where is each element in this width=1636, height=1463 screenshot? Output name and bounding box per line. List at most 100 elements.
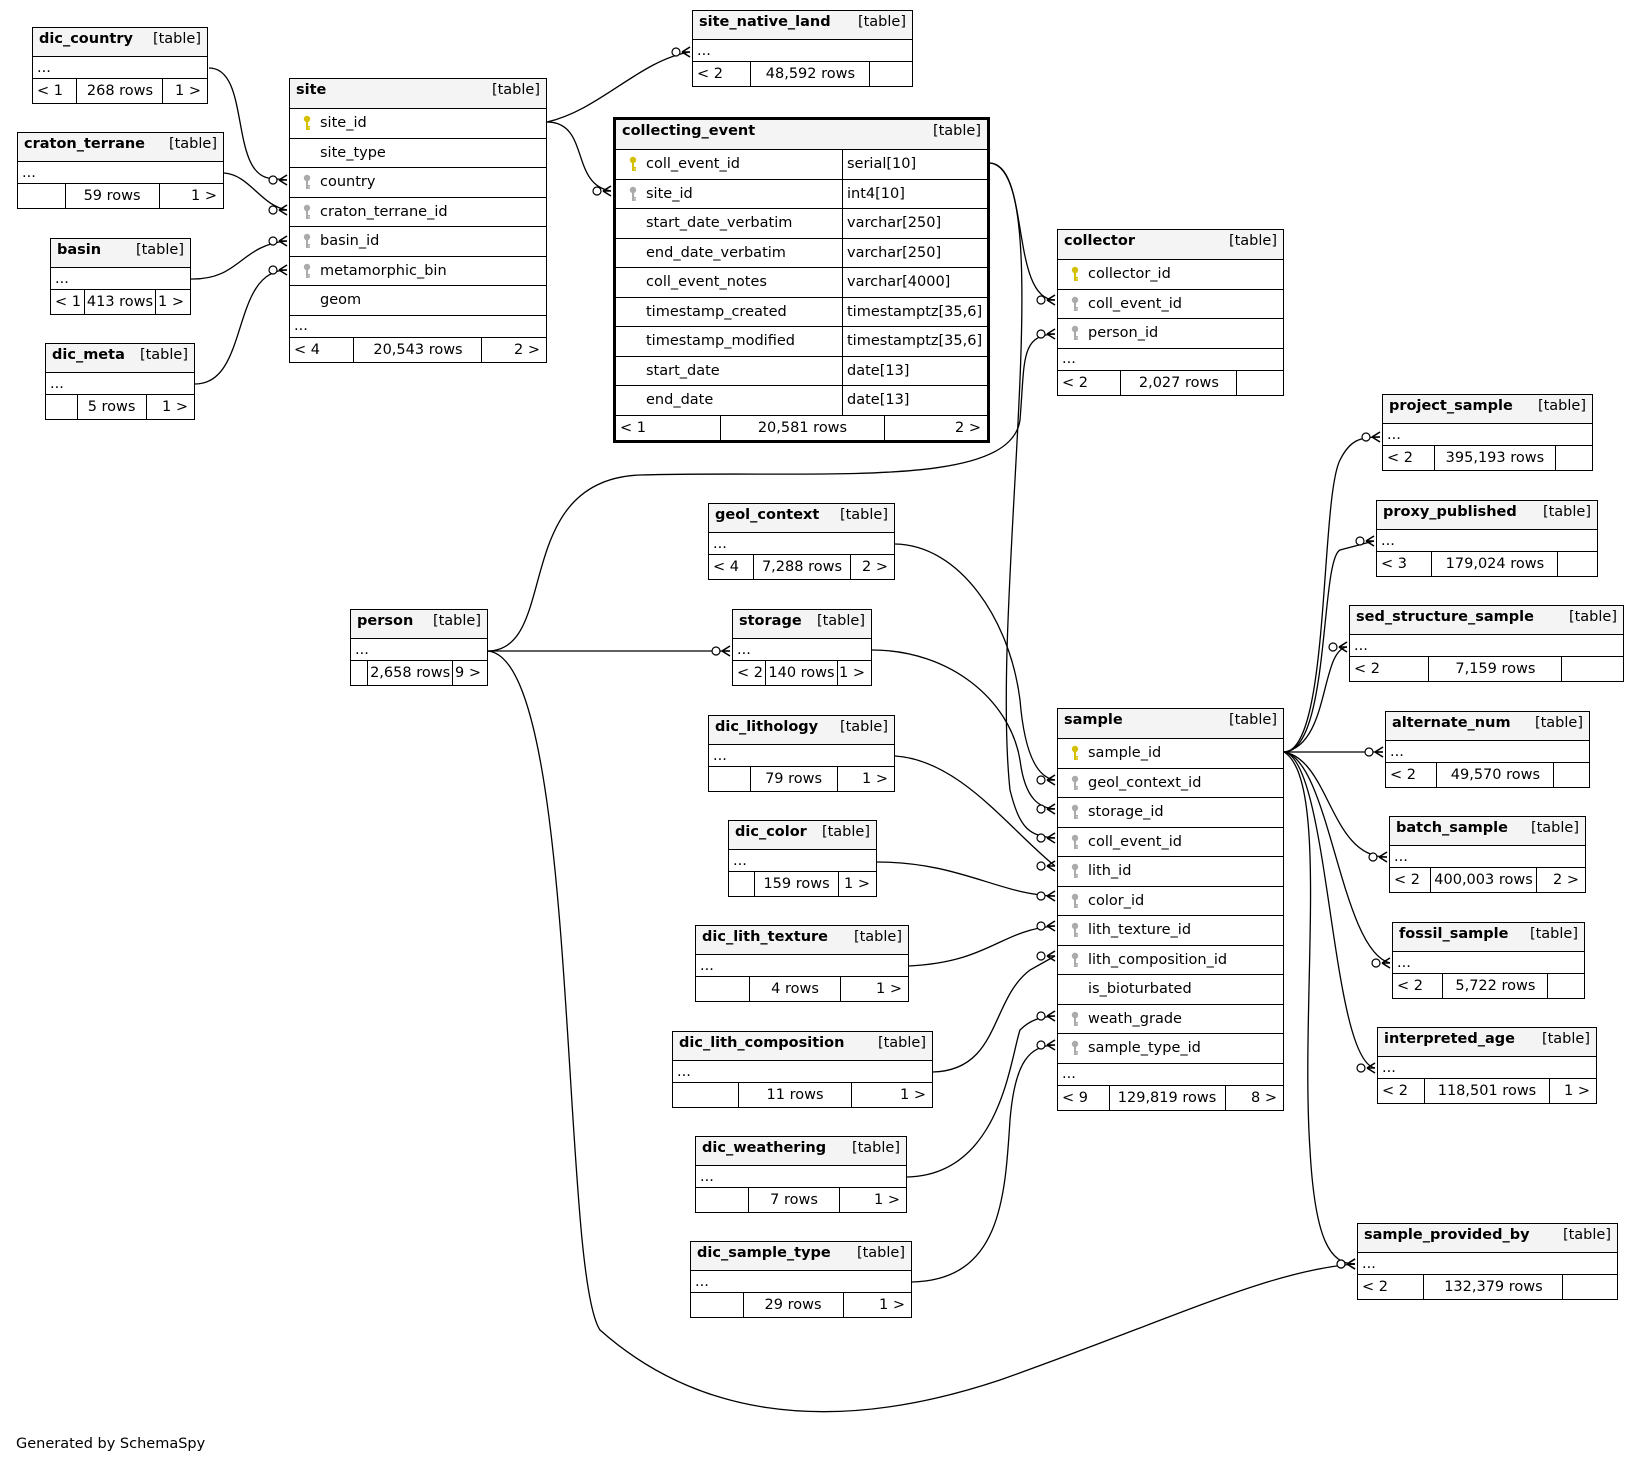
table-name[interactable]: geol_context [715,507,820,523]
parents-link[interactable]: < 2 [693,62,752,86]
column-row[interactable]: coll_event_id [1058,828,1283,857]
column-row[interactable]: site_type [290,139,546,168]
children-link[interactable] [1558,552,1597,576]
table-name[interactable]: person [357,613,414,629]
parents-link[interactable] [673,1083,740,1107]
table-name[interactable]: dic_sample_type [697,1245,831,1261]
table-name[interactable]: dic_meta [52,347,125,363]
children-link[interactable]: 1 > [162,399,188,415]
column-row[interactable]: person_id [1058,319,1283,349]
column-row[interactable]: sample_id [1058,739,1283,769]
table-name[interactable]: sample_provided_by [1364,1227,1530,1243]
column-row[interactable]: lith_texture_id [1058,916,1283,946]
column-row[interactable]: color_id [1058,887,1283,916]
column-row[interactable]: weath_grade [1058,1005,1283,1034]
column-row[interactable]: site_id [290,109,546,139]
parents-link[interactable]: < 1 [51,290,85,314]
children-link[interactable]: 1 > [844,876,870,892]
parents-link[interactable] [729,872,755,896]
children-link[interactable]: 1 > [876,981,902,997]
table-name[interactable]: alternate_num [1392,715,1511,731]
children-link[interactable]: 2 > [862,559,888,575]
parents-link[interactable] [709,767,751,791]
table-name[interactable]: storage [739,613,802,629]
table-name[interactable]: site_native_land [699,14,831,30]
table-name[interactable]: interpreted_age [1384,1031,1515,1047]
children-link[interactable] [1554,763,1589,787]
parents-link[interactable]: < 2 [1390,868,1431,892]
table-name[interactable]: dic_weathering [702,1140,827,1156]
children-link[interactable]: 1 > [175,83,201,99]
column-row[interactable]: geom [290,286,546,316]
parents-link[interactable]: < 3 [1377,552,1433,576]
table-name[interactable]: proxy_published [1383,504,1517,520]
table-name[interactable]: dic_lith_texture [702,929,828,945]
parents-link[interactable]: < 4 [709,555,754,579]
column-row[interactable]: is_bioturbated [1058,975,1283,1005]
column-row[interactable]: metamorphic_bin [290,257,546,286]
table-name[interactable]: dic_color [735,824,807,840]
table-name[interactable]: craton_terrane [24,136,146,152]
parents-link[interactable]: < 2 [733,661,766,685]
column-row[interactable]: storage_id [1058,798,1283,828]
children-link[interactable] [1556,446,1592,470]
children-link[interactable] [1563,1275,1617,1299]
table-name[interactable]: project_sample [1389,398,1513,414]
children-link[interactable] [1562,657,1623,681]
table-name[interactable]: collecting_event [622,123,756,139]
table-name[interactable]: dic_lithology [715,719,819,735]
table-name[interactable]: sample [1064,712,1123,728]
children-link[interactable] [1548,974,1584,998]
parents-link[interactable]: < 4 [290,337,355,362]
children-link[interactable] [1237,371,1283,395]
children-link[interactable]: 8 > [1251,1089,1277,1106]
parents-link[interactable] [696,1188,750,1212]
children-link[interactable] [870,62,912,86]
column-row[interactable]: collector_id [1058,260,1283,290]
children-link[interactable]: 1 > [900,1087,926,1103]
parents-link[interactable]: < 2 [1378,1079,1425,1103]
table-name[interactable]: site [296,82,327,98]
column-row[interactable]: country [290,168,546,198]
column-row[interactable]: lith_composition_id [1058,946,1283,975]
table-name[interactable]: collector [1064,233,1135,249]
children-link[interactable]: 1 > [191,188,217,204]
children-link[interactable]: 2 > [514,341,540,358]
children-link[interactable]: 2 > [955,419,981,436]
table-name[interactable]: sed_structure_sample [1356,609,1534,625]
parents-link[interactable]: < 2 [1383,446,1435,470]
parents-link[interactable]: < 2 [1058,370,1122,395]
column-row[interactable]: coll_event_id [1058,290,1283,319]
column-row[interactable]: geol_context_id [1058,769,1283,798]
parents-link[interactable]: < 2 [1386,763,1438,787]
children-link[interactable]: 1 > [158,294,184,310]
parents-link[interactable]: < 2 [1393,974,1444,998]
